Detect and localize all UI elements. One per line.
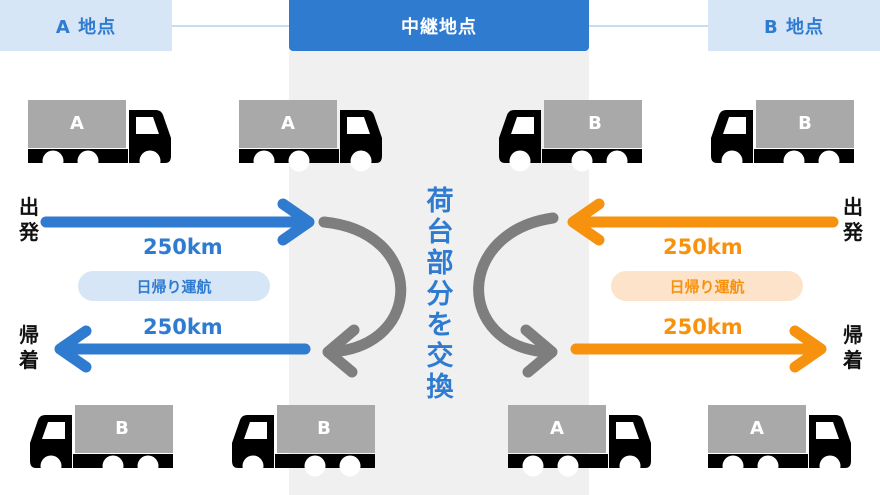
- day-trip-badge-blue: 日帰り運航: [78, 271, 270, 301]
- cargo-label-b: B: [317, 418, 331, 439]
- header-relay-point: 中継地点: [289, 0, 589, 51]
- header-connector-right: [589, 25, 708, 27]
- distance-orange-depart: 250km: [663, 235, 743, 259]
- arrow-orange-depart: [567, 198, 839, 246]
- cargo-label-a: A: [281, 113, 295, 134]
- cargo-label-a: A: [70, 113, 84, 134]
- truck-orange-a-relay: [508, 405, 651, 477]
- truck-blue-b-relay: [232, 405, 375, 477]
- truck-orange-b-start: [711, 100, 854, 172]
- truck-orange-a-return: [708, 405, 851, 477]
- distance-orange-return: 250km: [663, 315, 743, 339]
- label-swap-cargo: 荷 台 部 分 を 交 換: [426, 186, 454, 403]
- label-return-left: 帰 着: [19, 323, 39, 372]
- truck-blue-b-return: [30, 405, 173, 477]
- cargo-label-b: B: [588, 113, 602, 134]
- header-point-a: A 地点: [0, 0, 172, 51]
- cargo-label-a: A: [550, 418, 564, 439]
- cargo-label-a: A: [750, 418, 764, 439]
- arrow-orange-return: [570, 325, 827, 373]
- label-depart-left: 出 発: [19, 195, 39, 244]
- truck-orange-b-relay: [499, 100, 642, 172]
- swap-arrow-right: [473, 212, 559, 378]
- swap-arrow-left: [318, 216, 407, 378]
- truck-blue-a-relay: [239, 100, 382, 172]
- distance-blue-depart: 250km: [143, 235, 223, 259]
- distance-blue-return: 250km: [143, 315, 223, 339]
- header-connector-left: [172, 25, 289, 27]
- cargo-label-b: B: [798, 113, 812, 134]
- header-point-b: B 地点: [708, 0, 880, 51]
- cargo-label-b: B: [115, 418, 129, 439]
- arrow-blue-depart: [40, 198, 315, 246]
- day-trip-badge-orange: 日帰り運航: [611, 271, 803, 301]
- truck-blue-a-start: [28, 100, 171, 172]
- arrow-blue-return: [54, 325, 311, 373]
- label-depart-right: 出 発: [843, 195, 863, 244]
- label-return-right: 帰 着: [843, 323, 863, 372]
